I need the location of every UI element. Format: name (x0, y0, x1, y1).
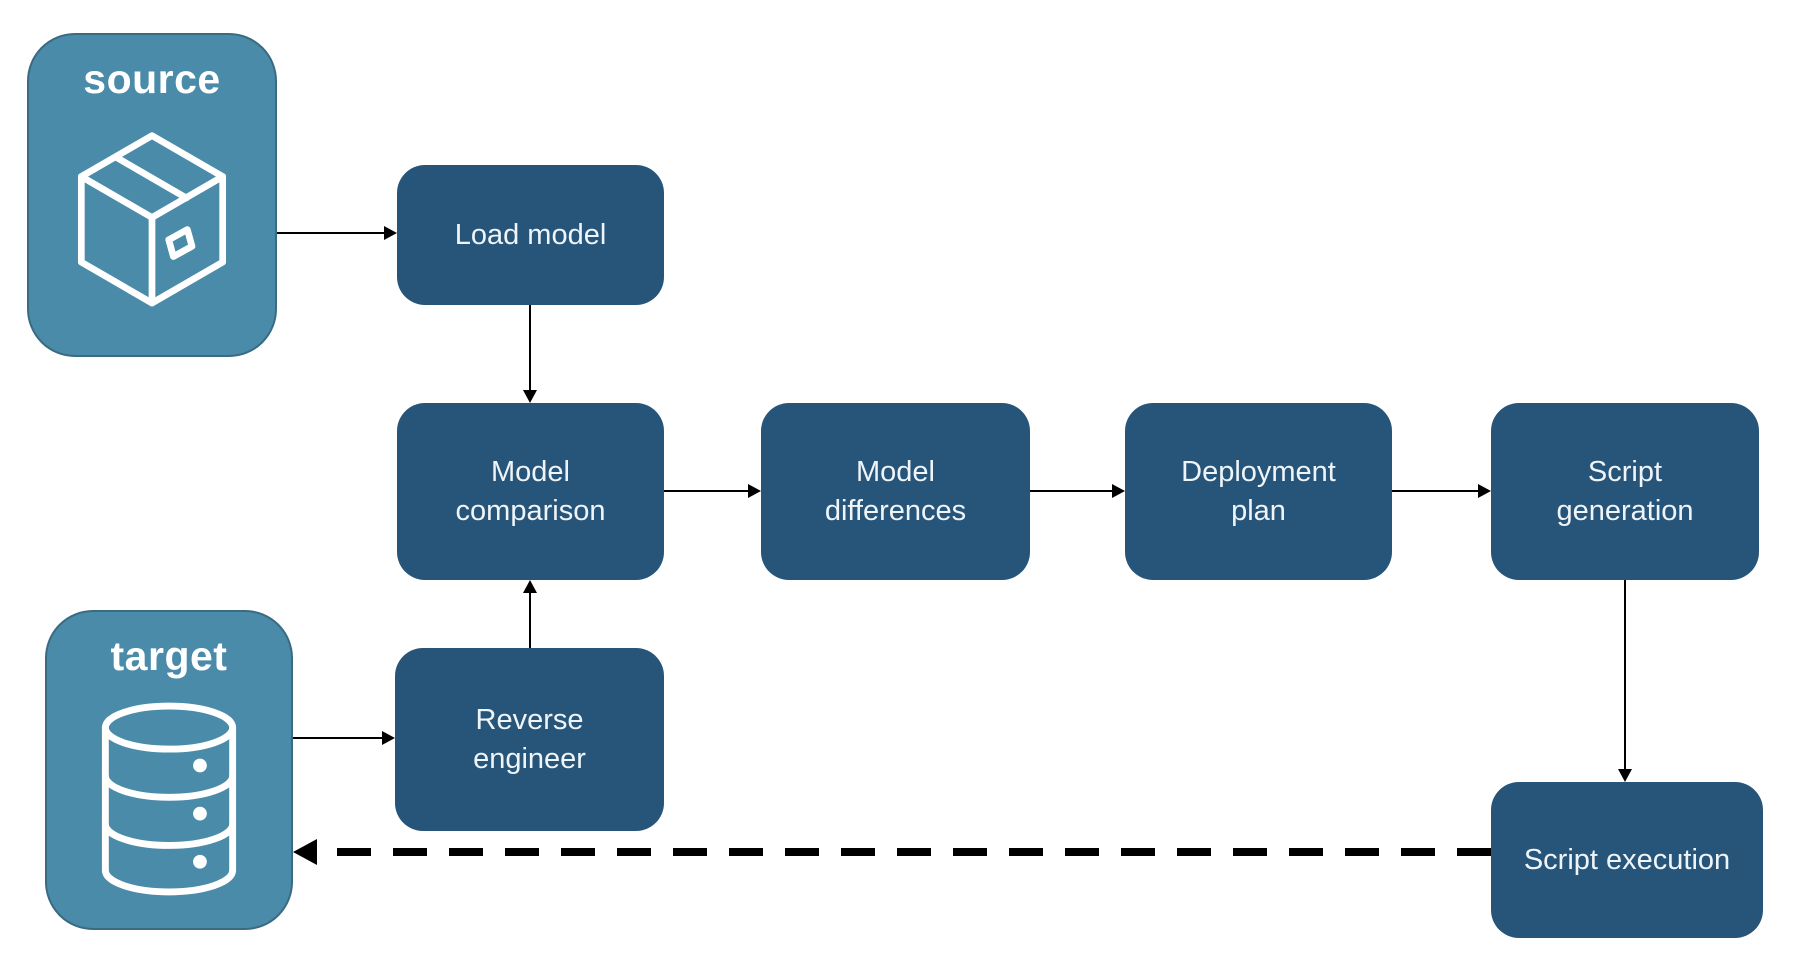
database-icon (83, 679, 255, 928)
arrow-script-execution-to-target-dashed (293, 839, 1491, 865)
node-model-comparison: Model comparison (397, 403, 664, 580)
node-source: source (27, 33, 277, 357)
node-script-generation: Script generation (1491, 403, 1759, 580)
node-reverse-engineer: Reverse engineer (395, 648, 664, 831)
arrow-source-to-load-model (277, 226, 397, 240)
arrow-deployment-plan-to-script-generation (1392, 484, 1491, 498)
target-label: target (110, 633, 228, 679)
arrow-script-generation-to-script-execution (1618, 580, 1632, 782)
node-script-execution: Script execution (1491, 782, 1763, 938)
arrow-model-comparison-to-model-differences (664, 484, 761, 498)
node-model-differences: Model differences (761, 403, 1030, 580)
node-target: target (45, 610, 293, 930)
arrow-model-differences-to-deployment-plan (1030, 484, 1125, 498)
arrow-reverse-engineer-to-model-comparison (523, 580, 537, 648)
arrow-target-to-reverse-engineer (293, 731, 395, 745)
source-label: source (83, 56, 221, 102)
arrow-load-model-to-model-comparison (523, 305, 537, 403)
node-load-model: Load model (397, 165, 664, 305)
node-deployment-plan: Deployment plan (1125, 403, 1392, 580)
package-icon (59, 102, 245, 355)
